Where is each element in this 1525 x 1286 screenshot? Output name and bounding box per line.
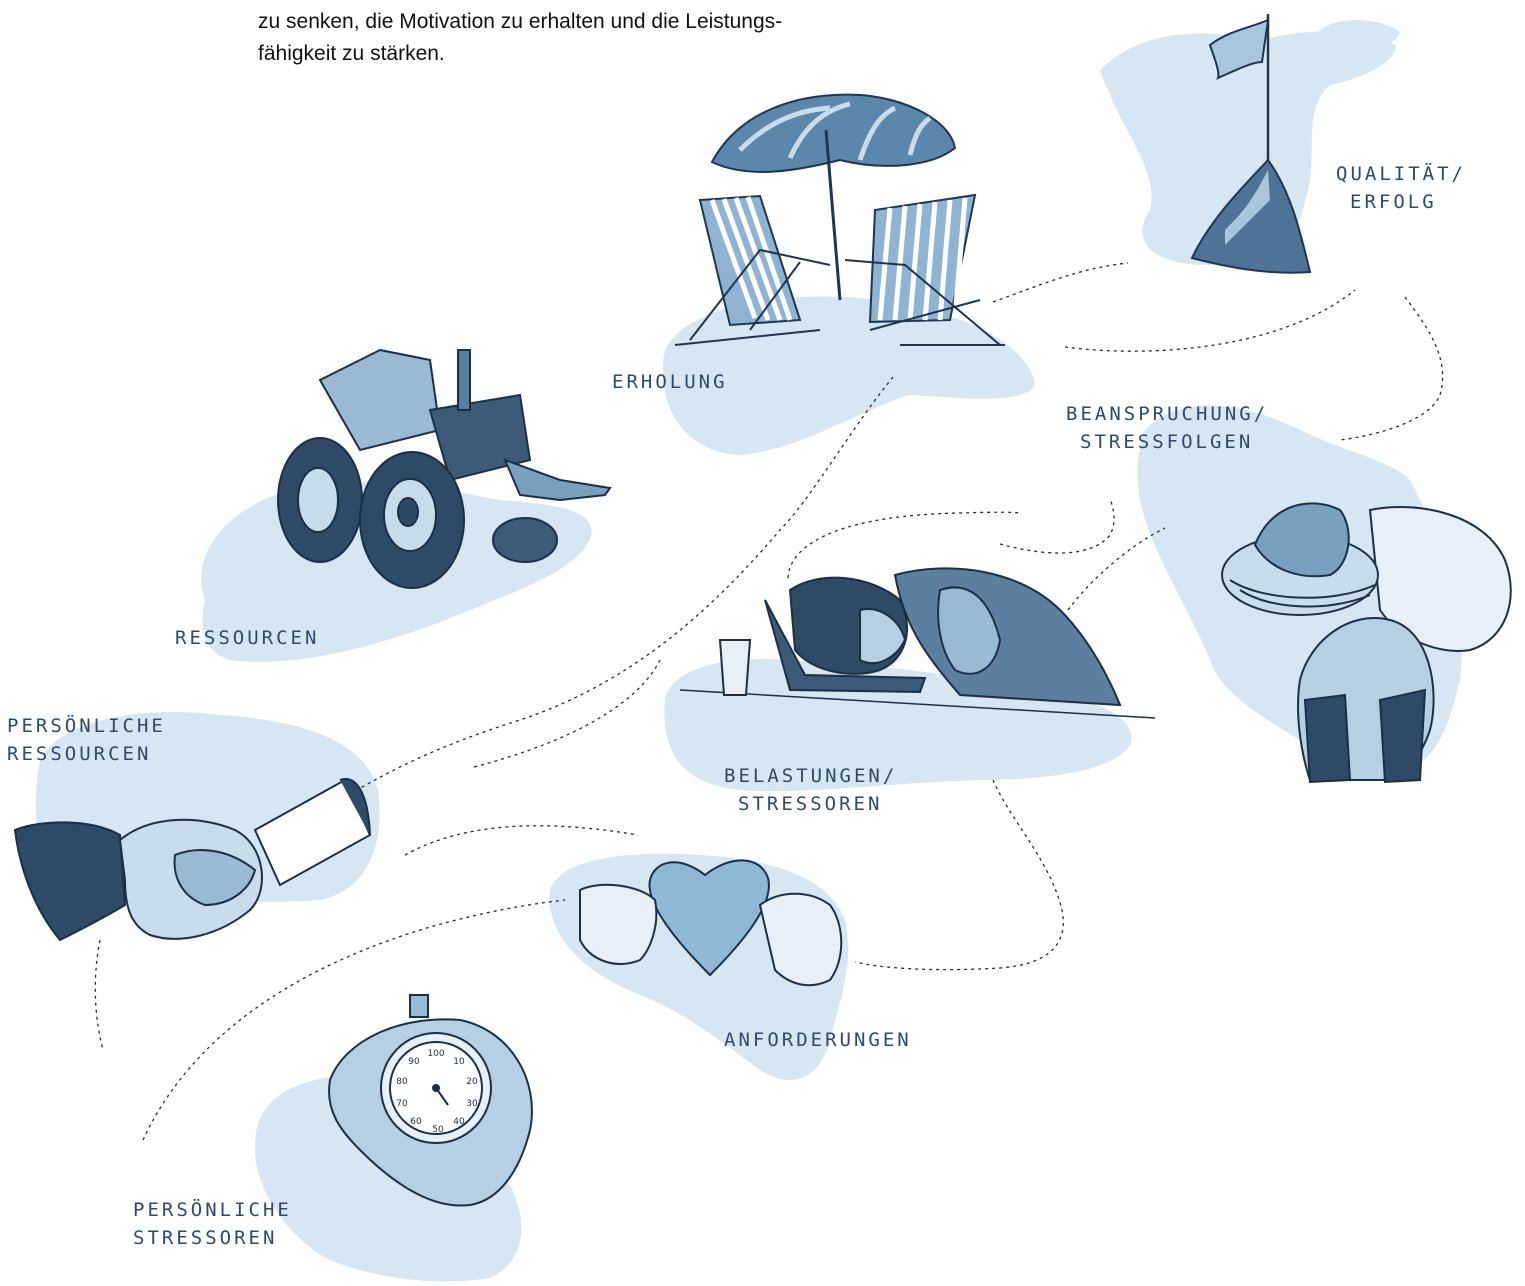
label-erholung-text: ERHOLUNG: [612, 368, 728, 396]
stopwatch-number: 30: [466, 1099, 478, 1109]
stopwatch-number: 60: [410, 1117, 422, 1127]
label-persoenliche-stressoren-line-2: STRESSOREN: [133, 1224, 292, 1252]
label-erholung: ERHOLUNG: [612, 368, 728, 396]
label-anforderungen: ANFORDERUNGEN: [724, 1026, 912, 1054]
stopwatch-number: 70: [396, 1099, 408, 1109]
label-anforderungen-text: ANFORDERUNGEN: [724, 1026, 912, 1054]
stopwatch-number: 50: [432, 1125, 444, 1135]
stopwatch-number: 20: [466, 1077, 478, 1087]
stopwatch-number: 80: [396, 1077, 408, 1087]
connector-qualitaet-beanspruchung-1: [1065, 290, 1355, 351]
label-beanspruchung-line-2: STRESSFOLGEN: [1066, 428, 1268, 456]
label-beanspruchung-stressfolgen: BEANSPRUCHUNG/ STRESSFOLGEN: [1066, 400, 1268, 456]
label-ressourcen: RESSOURCEN: [175, 624, 319, 652]
connector-handshake-stopwatch: [95, 940, 103, 1050]
stopwatch-number: 90: [408, 1057, 420, 1067]
label-qualitaet-line-1: QUALITÄT/: [1336, 160, 1466, 188]
stopwatch-number: 100: [427, 1049, 444, 1059]
label-qualitaet-erfolg: QUALITÄT/ ERFOLG: [1336, 160, 1466, 216]
connector-qualitaet-beanspruchung-2: [1340, 297, 1443, 440]
label-belastungen-stressoren: BELASTUNGEN/ STRESSOREN: [724, 762, 897, 818]
connector-erholung-qualitaet: [993, 263, 1128, 302]
connector-belastungen-2: [1000, 498, 1114, 553]
label-beanspruchung-line-1: BEANSPRUCHUNG/: [1066, 400, 1268, 428]
label-persoenliche-ressourcen-line-2: RESSOURCEN: [7, 740, 166, 768]
connector-ressourcen-anforderungen: [470, 660, 660, 768]
connector-belastungen-beanspruchung: [1068, 528, 1165, 610]
stopwatch-number: 40: [453, 1117, 465, 1127]
stopwatch-number: 10: [453, 1057, 465, 1067]
label-belastungen-line-1: BELASTUNGEN/: [724, 762, 897, 790]
label-ressourcen-text: RESSOURCEN: [175, 624, 319, 652]
label-belastungen-line-2: STRESSOREN: [724, 790, 897, 818]
label-qualitaet-line-2: ERFOLG: [1336, 188, 1466, 216]
label-persoenliche-ressourcen: PERSÖNLICHE RESSOURCEN: [7, 712, 166, 768]
label-persoenliche-ressourcen-line-1: PERSÖNLICHE: [7, 712, 166, 740]
connector-belastungen-1: [788, 512, 1022, 578]
connector-handshake-heart: [405, 826, 638, 855]
label-persoenliche-stressoren-line-1: PERSÖNLICHE: [133, 1196, 292, 1224]
label-persoenliche-stressoren: PERSÖNLICHE STRESSOREN: [133, 1196, 292, 1252]
